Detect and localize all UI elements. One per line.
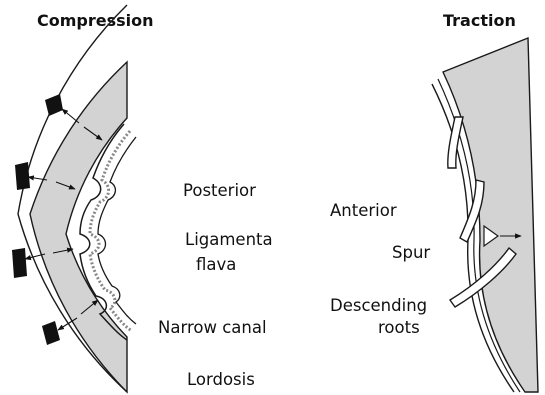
disc-segment-4 [42,321,60,345]
disc-segment-1 [45,94,63,116]
label-anterior: Anterior [330,201,397,220]
compression-figure [12,5,136,392]
label-posterior: Posterior [183,181,256,200]
traction-figure [432,38,538,392]
traction-title: Traction [443,11,516,30]
disc-segment-3 [12,248,27,278]
label-descending-line1: Descending [330,296,427,315]
compression-title: Compression [37,11,154,30]
disc-segment-2 [15,162,30,190]
label-ligamenta-line2: flava [196,255,236,274]
label-lordosis: Lordosis [187,370,255,389]
label-narrow-canal: Narrow canal [158,318,267,337]
compression-arrow-1 [62,109,79,123]
traction-vertebral-band [443,38,538,392]
canal-lumen-line [98,137,136,324]
vertebral-band [30,62,127,392]
label-descending-line2: roots [378,318,420,337]
label-ligamenta-line1: Ligamenta [185,230,273,249]
label-spur: Spur [392,243,430,262]
